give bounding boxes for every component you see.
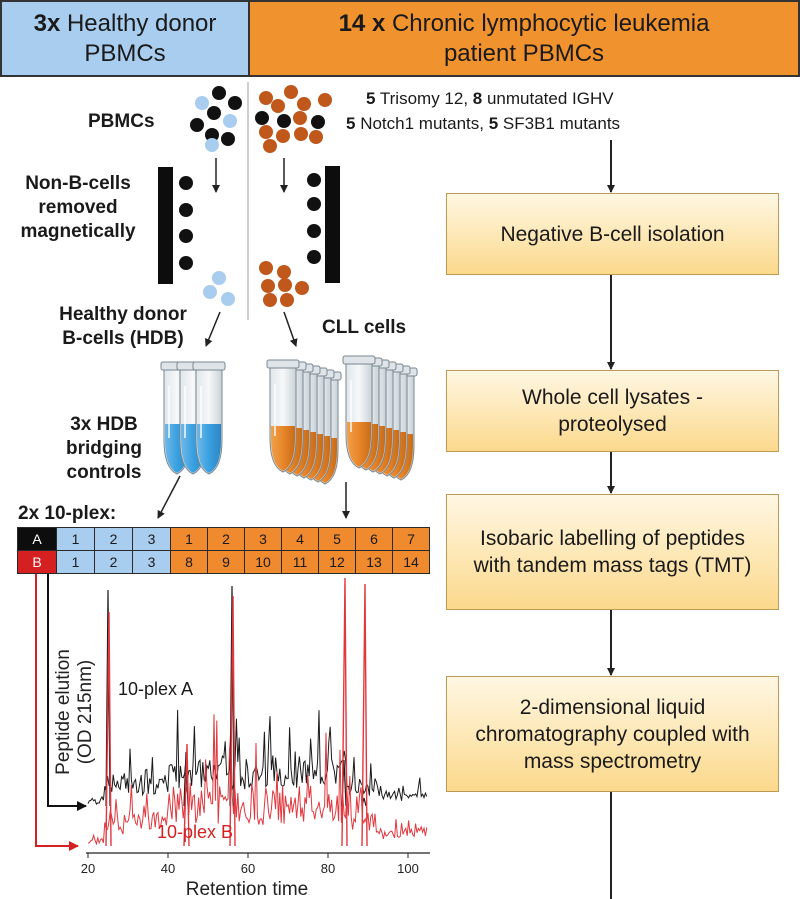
series-10-plex-a-line [87, 709, 428, 805]
plex-title: 2x 10-plex: [18, 503, 117, 524]
plex-b-hdb-cell: 3 [132, 550, 171, 574]
healthy-b-cells [203, 271, 235, 306]
plex-b-label: B [17, 550, 57, 574]
microcentrifuge-tube [192, 361, 226, 475]
plex-b-cll-cell: 8 [170, 550, 208, 574]
series-10-plex-b-line [87, 714, 428, 846]
healthy-pbmc-cluster [190, 86, 242, 152]
cll-cells-label: CLL cells [322, 317, 407, 338]
plex-a-hdb-cell: 1 [56, 527, 95, 551]
plex-a-cll-cell: 5 [318, 527, 356, 551]
plex-a-hdb-cell: 2 [94, 527, 133, 551]
cll-b-cells [259, 261, 309, 307]
workflow-step-3: Isobaric labelling of peptides with tand… [446, 494, 779, 610]
plex-a-cll-cell: 7 [392, 527, 430, 551]
row-a-pointer [47, 538, 87, 811]
microcentrifuge-tube [266, 359, 300, 473]
x-tick-label: 20 [81, 861, 95, 876]
row-b-pointer [35, 562, 79, 851]
plex-row-b: B 1 2 3 8 9 10 11 12 13 14 [17, 550, 430, 574]
plex-b-hdb-cell: 2 [94, 550, 133, 574]
plex-row-a: A 1 2 3 1 2 3 4 5 6 7 [17, 527, 430, 551]
plex-b-cll-cell: 11 [281, 550, 319, 574]
peak-10-plex-b [105, 611, 112, 847]
magnet-right [325, 166, 340, 283]
plex-b-cll-cell: 14 [392, 550, 430, 574]
workflow-step-2: Whole cell lysates - proteolysed [446, 370, 779, 452]
plex-a-cll-cell: 1 [170, 527, 208, 551]
y-axis-label: Peptide elution(OD 215nm) [53, 649, 96, 775]
subtypes-line-2: 5 Notch1 mutants, 5 SF3B1 mutants [346, 114, 621, 133]
plex-a-cll-cell: 2 [207, 527, 245, 551]
peak-10-plex-b [361, 583, 368, 847]
plex-a-cll-cell: 6 [355, 527, 393, 551]
series-label-b: 10-plex B [157, 822, 233, 842]
magnet-left [158, 167, 173, 284]
peak-10-plex-b [341, 577, 348, 847]
plex-a-hdb-cell: 3 [132, 527, 171, 551]
plex-a-cll-cell: 4 [281, 527, 319, 551]
cll-pbmc-cluster [255, 85, 332, 153]
x-tick-label: 60 [241, 861, 255, 876]
captured-cells-left [179, 176, 193, 270]
plex-a-cll-cell: 3 [244, 527, 282, 551]
workflow-step-4: 2-dimensional liquid chromatography coup… [446, 676, 779, 792]
x-tick-label: 100 [397, 861, 419, 876]
plex-b-cll-cell: 10 [244, 550, 282, 574]
plex-b-cll-cell: 12 [318, 550, 356, 574]
plex-b-hdb-cell: 1 [56, 550, 95, 574]
captured-cells-right [307, 173, 321, 264]
peak-10-plex-b [229, 595, 236, 847]
microcentrifuge-tube [342, 355, 376, 469]
x-tick-label: 40 [161, 861, 175, 876]
x-axis-label: Retention time [186, 879, 309, 899]
plex-a-label: A [17, 527, 57, 551]
pbmcs-label: PBMCs [88, 111, 155, 132]
peak-10-plex-b [183, 743, 190, 847]
workflow-step-1: Negative B-cell isolation [446, 193, 779, 275]
plex-b-cll-cell: 9 [207, 550, 245, 574]
subtypes-line-1: 5 Trisomy 12, 8 unmutated IGHV [366, 89, 614, 108]
tmt-plex-table: A 1 2 3 1 2 3 4 5 6 7 B 1 2 3 8 9 10 11 … [17, 527, 430, 574]
plex-b-cll-cell: 13 [355, 550, 393, 574]
peak-10-plex-a [105, 589, 111, 807]
x-tick-label: 80 [321, 861, 335, 876]
sample-tubes [160, 355, 418, 485]
series-label-a: 10-plex A [118, 679, 193, 699]
